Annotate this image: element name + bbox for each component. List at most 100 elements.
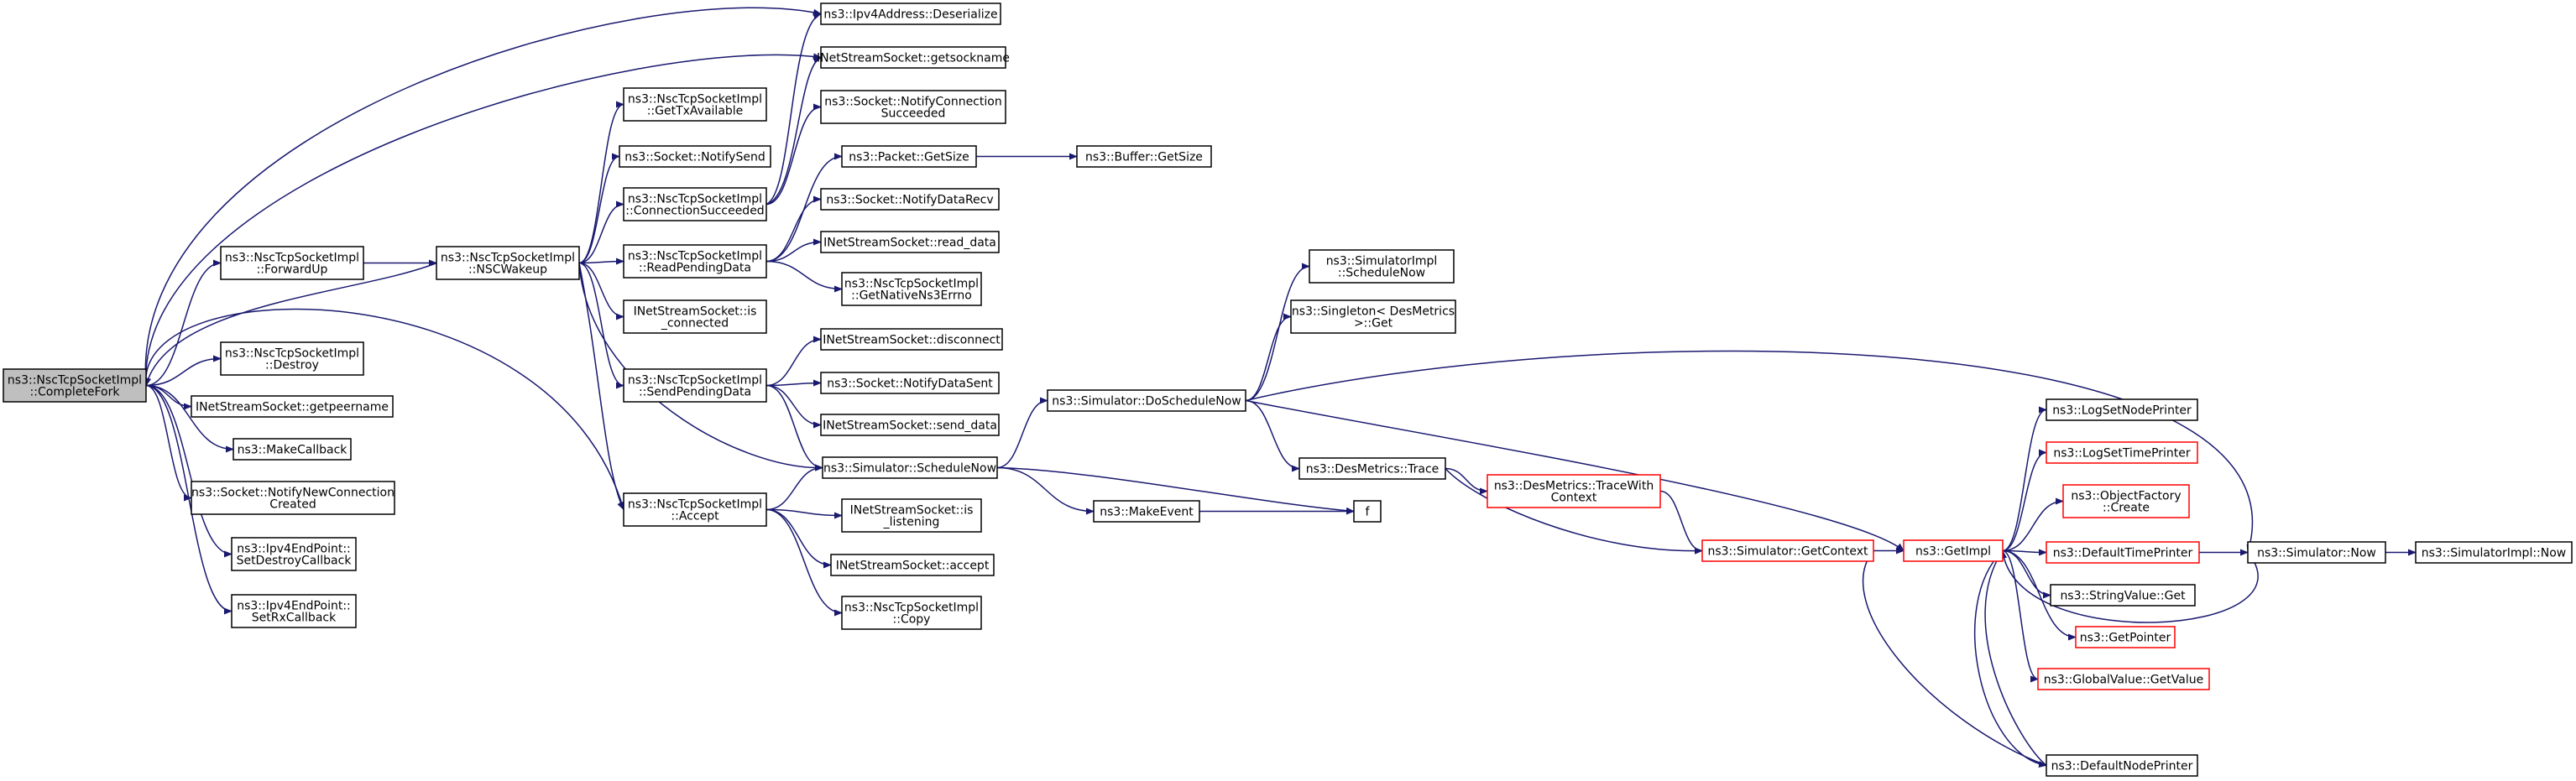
node-objfactorycreate[interactable]: ns3::ObjectFactory::Create xyxy=(2062,484,2190,518)
edge-getimpl-to-objfactorycreate xyxy=(2002,497,2064,552)
edge-root-to-destroy xyxy=(145,355,222,387)
edge-root-to-getsockname xyxy=(145,53,822,386)
edge-getimpl-to-getpointer xyxy=(2002,549,2077,641)
node-label: INetStreamSocket::read_data xyxy=(823,237,996,250)
node-senddata[interactable]: INetStreamSocket::send_data xyxy=(820,414,1000,436)
node-nscwakeup[interactable]: ns3::NscTcpSocketImpl::NSCWakeup xyxy=(436,246,580,280)
node-label: ::GetNativeNs3Errno xyxy=(851,289,972,303)
node-makeevent[interactable]: ns3::MakeEvent xyxy=(1093,500,1200,523)
node-makecallback[interactable]: ns3::MakeCallback xyxy=(233,438,352,461)
node-simimplnow[interactable]: ns3::SimulatorImpl::Now xyxy=(2415,541,2573,564)
edge-getimpl-to-defaultnode xyxy=(1974,549,2047,768)
edge-doschedulenow-to-simimplschednow xyxy=(1245,263,1310,402)
node-box xyxy=(623,187,767,221)
node-inetaccept[interactable]: INetStreamSocket::accept xyxy=(830,554,995,576)
node-box xyxy=(1290,299,1456,334)
node-sendpending[interactable]: ns3::NscTcpSocketImpl::SendPendingData xyxy=(623,368,767,403)
edge-accept-to-inetaccept xyxy=(765,508,832,569)
node-logsetnode[interactable]: ns3::LogSetNodePrinter xyxy=(2046,398,2198,421)
node-label: ns3::SimulatorImpl xyxy=(1326,255,1438,268)
node-islistening[interactable]: INetStreamSocket::is_listening xyxy=(841,498,982,533)
node-label: Succeeded xyxy=(881,107,946,121)
node-box xyxy=(820,90,1006,124)
edge-connsucceeded-to-getsockname xyxy=(765,56,822,206)
node-logsettime[interactable]: ns3::LogSetTimePrinter xyxy=(2046,441,2198,464)
node-box xyxy=(231,594,357,628)
node-label: ns3::SimulatorImpl::Now xyxy=(2422,547,2567,560)
edge-readpending-to-getnativeerrno xyxy=(765,260,843,293)
node-label: ::ConnectionSucceeded xyxy=(625,205,764,218)
node-doschedulenow[interactable]: ns3::Simulator::DoScheduleNow xyxy=(1047,389,1246,412)
node-label: ns3::GetPointer xyxy=(2080,632,2171,645)
node-readdata[interactable]: INetStreamSocket::read_data xyxy=(820,231,1000,253)
node-destroy[interactable]: ns3::NscTcpSocketImpl::Destroy xyxy=(220,341,364,376)
node-setrxcb[interactable]: ns3::Ipv4EndPoint::SetRxCallback xyxy=(231,594,357,628)
node-label: ns3::Ipv4EndPoint:: xyxy=(237,543,351,556)
node-label: ns3::NscTcpSocketImpl xyxy=(628,193,762,206)
node-stringvalueget[interactable]: ns3::StringValue::Get xyxy=(2050,584,2196,607)
node-simnow[interactable]: ns3::Simulator::Now xyxy=(2247,541,2386,564)
node-gettxavail[interactable]: ns3::NscTcpSocketImpl::GetTxAvailable xyxy=(623,87,767,122)
node-box xyxy=(820,3,1001,25)
node-f[interactable]: f xyxy=(1353,500,1382,523)
node-pktgetsize[interactable]: ns3::Packet::GetSize xyxy=(841,145,977,168)
node-label: Created xyxy=(269,498,316,512)
node-box xyxy=(830,554,995,576)
node-simimplschednow[interactable]: ns3::SimulatorImpl::ScheduleNow xyxy=(1309,249,1455,284)
node-notifydatarecv[interactable]: ns3::Socket::NotifyDataRecv xyxy=(820,188,1000,211)
node-label: ns3::Socket::NotifySend xyxy=(624,151,765,164)
node-label: ns3::NscTcpSocketImpl xyxy=(844,278,979,291)
node-connsucceeded[interactable]: ns3::NscTcpSocketImpl::ConnectionSucceed… xyxy=(623,187,767,221)
edge-connsucceeded-to-notifyconnsucc xyxy=(765,103,822,206)
node-label: ns3::NscTcpSocketImpl xyxy=(628,374,762,388)
node-label: ns3::Ipv4Address::Deserialize xyxy=(823,8,997,22)
node-singletonget[interactable]: ns3::Singleton< DesMetrics >::Get xyxy=(1290,299,1456,334)
node-disconnect[interactable]: INetStreamSocket::disconnect xyxy=(820,328,1003,351)
node-desmetricstrace[interactable]: ns3::DesMetrics::Trace xyxy=(1298,457,1446,480)
node-getcontext[interactable]: ns3::Simulator::GetContext xyxy=(1701,539,1874,562)
edge-root-to-notifynewconn xyxy=(145,384,192,502)
node-forwardup[interactable]: ns3::NscTcpSocketImpl::ForwardUp xyxy=(220,246,364,280)
edge-sendpending-to-disconnect xyxy=(765,336,822,387)
node-label: ::ScheduleNow xyxy=(1338,267,1425,280)
node-getnativeerrno[interactable]: ns3::NscTcpSocketImpl::GetNativeNs3Errno xyxy=(841,272,982,306)
node-readpending[interactable]: ns3::NscTcpSocketImpl::ReadPendingData xyxy=(623,244,767,279)
node-box xyxy=(820,46,1006,69)
edge-getimpl-to-globalvalue xyxy=(2002,549,2039,683)
node-getpeername[interactable]: INetStreamSocket::getpeername xyxy=(191,395,394,418)
node-label: ns3::Singleton< DesMetrics xyxy=(1292,305,1455,319)
node-setdestroycb[interactable]: ns3::Ipv4EndPoint::SetDestroyCallback xyxy=(231,537,357,571)
node-box xyxy=(1487,474,1661,508)
node-box xyxy=(2247,541,2386,564)
node-getpointer[interactable]: ns3::GetPointer xyxy=(2075,626,2176,648)
node-bufgetsize[interactable]: ns3::Buffer::GetSize xyxy=(1076,145,1212,168)
node-label: ::ForwardUp xyxy=(257,263,328,277)
node-globalvalue[interactable]: ns3::GlobalValue::GetValue xyxy=(2037,668,2210,690)
node-notifysend[interactable]: ns3::Socket::NotifySend xyxy=(619,145,771,168)
edge-root-to-forwardup xyxy=(145,259,222,387)
node-defaultnode[interactable]: ns3::DefaultNodePrinter xyxy=(2046,754,2198,777)
node-root[interactable]: ns3::NscTcpSocketImpl::CompleteFork xyxy=(3,368,147,403)
node-label: ns3::Socket::NotifyDataRecv xyxy=(826,194,993,207)
node-accept[interactable]: ns3::NscTcpSocketImpl::Accept xyxy=(623,492,767,527)
edge-root-to-makecallback xyxy=(145,384,234,453)
node-getsockname[interactable]: INetStreamSocket::getsockname xyxy=(817,46,1010,69)
node-schedulenow[interactable]: ns3::Simulator::ScheduleNow xyxy=(822,456,998,479)
node-defaulttime[interactable]: ns3::DefaultTimePrinter xyxy=(2046,541,2200,564)
node-copy[interactable]: ns3::NscTcpSocketImpl::Copy xyxy=(841,596,982,630)
node-notifydatasent[interactable]: ns3::Socket::NotifyDataSent xyxy=(820,372,1000,394)
edge-nscwakeup-to-isconnected xyxy=(578,262,624,320)
node-deserialize[interactable]: ns3::Ipv4Address::Deserialize xyxy=(820,3,1001,25)
node-getimpl[interactable]: ns3::GetImpl xyxy=(1903,539,2004,562)
node-label: INetStreamSocket::getsockname xyxy=(817,52,1010,65)
node-box xyxy=(2046,398,2198,421)
node-isconnected[interactable]: INetStreamSocket::is_connected xyxy=(623,299,767,334)
node-label: ::SendPendingData xyxy=(639,386,751,399)
node-box xyxy=(619,145,771,168)
edge-doschedulenow-to-desmetricstrace xyxy=(1245,399,1300,472)
edge-simnow-to-getimpl xyxy=(2000,549,2259,623)
edge-nscwakeup-to-root xyxy=(144,262,437,387)
